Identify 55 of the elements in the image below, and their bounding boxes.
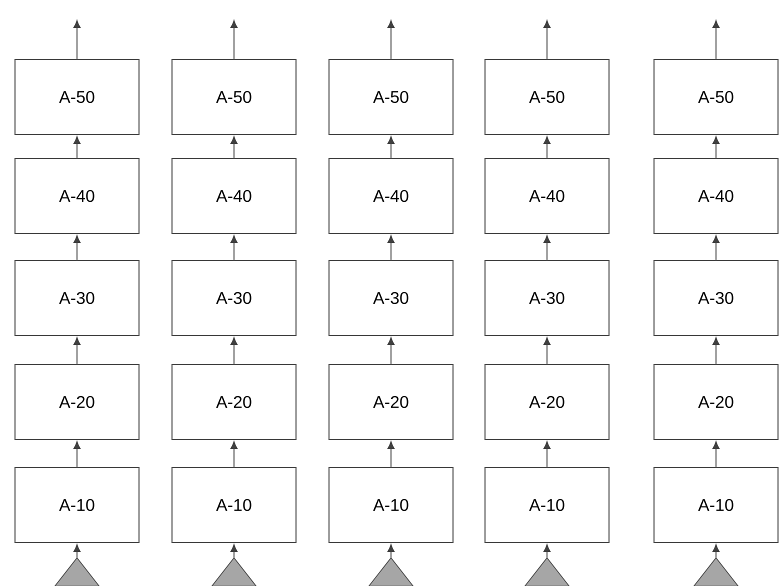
process-box: A-50 — [653, 58, 779, 136]
process-box: A-20 — [14, 364, 140, 440]
arrow — [73, 544, 81, 558]
process-box: A-10 — [653, 466, 779, 544]
arrow — [73, 337, 81, 364]
arrow — [543, 441, 551, 468]
arrow — [230, 337, 238, 364]
arrow — [712, 441, 720, 468]
process-box: A-30 — [328, 260, 454, 336]
arrow — [712, 136, 720, 158]
process-box: A-50 — [328, 58, 454, 136]
arrow — [712, 20, 720, 60]
process-box: A-30 — [14, 260, 140, 336]
arrow — [230, 136, 238, 158]
arrow — [387, 136, 395, 158]
process-box: A-30 — [171, 260, 297, 336]
arrow — [712, 337, 720, 364]
process-box: A-40 — [171, 158, 297, 234]
arrow — [73, 20, 81, 60]
process-box: A-20 — [484, 364, 610, 440]
arrow — [73, 441, 81, 468]
arrow — [543, 20, 551, 60]
process-box: A-40 — [653, 158, 779, 234]
arrow — [230, 544, 238, 558]
process-box: A-20 — [171, 364, 297, 440]
process-box: A-40 — [328, 158, 454, 234]
process-box: A-40 — [484, 158, 610, 234]
arrow — [543, 235, 551, 260]
arrow — [73, 136, 81, 158]
arrow — [230, 441, 238, 468]
arrow — [712, 544, 720, 558]
arrow — [543, 136, 551, 158]
process-box: A-10 — [171, 466, 297, 544]
process-box: A-30 — [484, 260, 610, 336]
arrow — [387, 441, 395, 468]
arrow — [387, 337, 395, 364]
arrow — [387, 20, 395, 60]
process-box: A-50 — [171, 58, 297, 136]
arrow — [230, 20, 238, 60]
process-box: A-20 — [653, 364, 779, 440]
arrow — [387, 235, 395, 260]
arrow — [230, 235, 238, 260]
process-box: A-30 — [653, 260, 779, 336]
arrow — [543, 544, 551, 558]
process-box: A-10 — [14, 466, 140, 544]
arrow — [73, 235, 81, 260]
process-box: A-10 — [328, 466, 454, 544]
arrow — [387, 544, 395, 558]
process-box: A-40 — [14, 158, 140, 234]
arrow — [712, 235, 720, 260]
arrow — [543, 337, 551, 364]
process-box: A-50 — [14, 58, 140, 136]
process-box: A-10 — [484, 466, 610, 544]
process-box: A-50 — [484, 58, 610, 136]
process-box: A-20 — [328, 364, 454, 440]
